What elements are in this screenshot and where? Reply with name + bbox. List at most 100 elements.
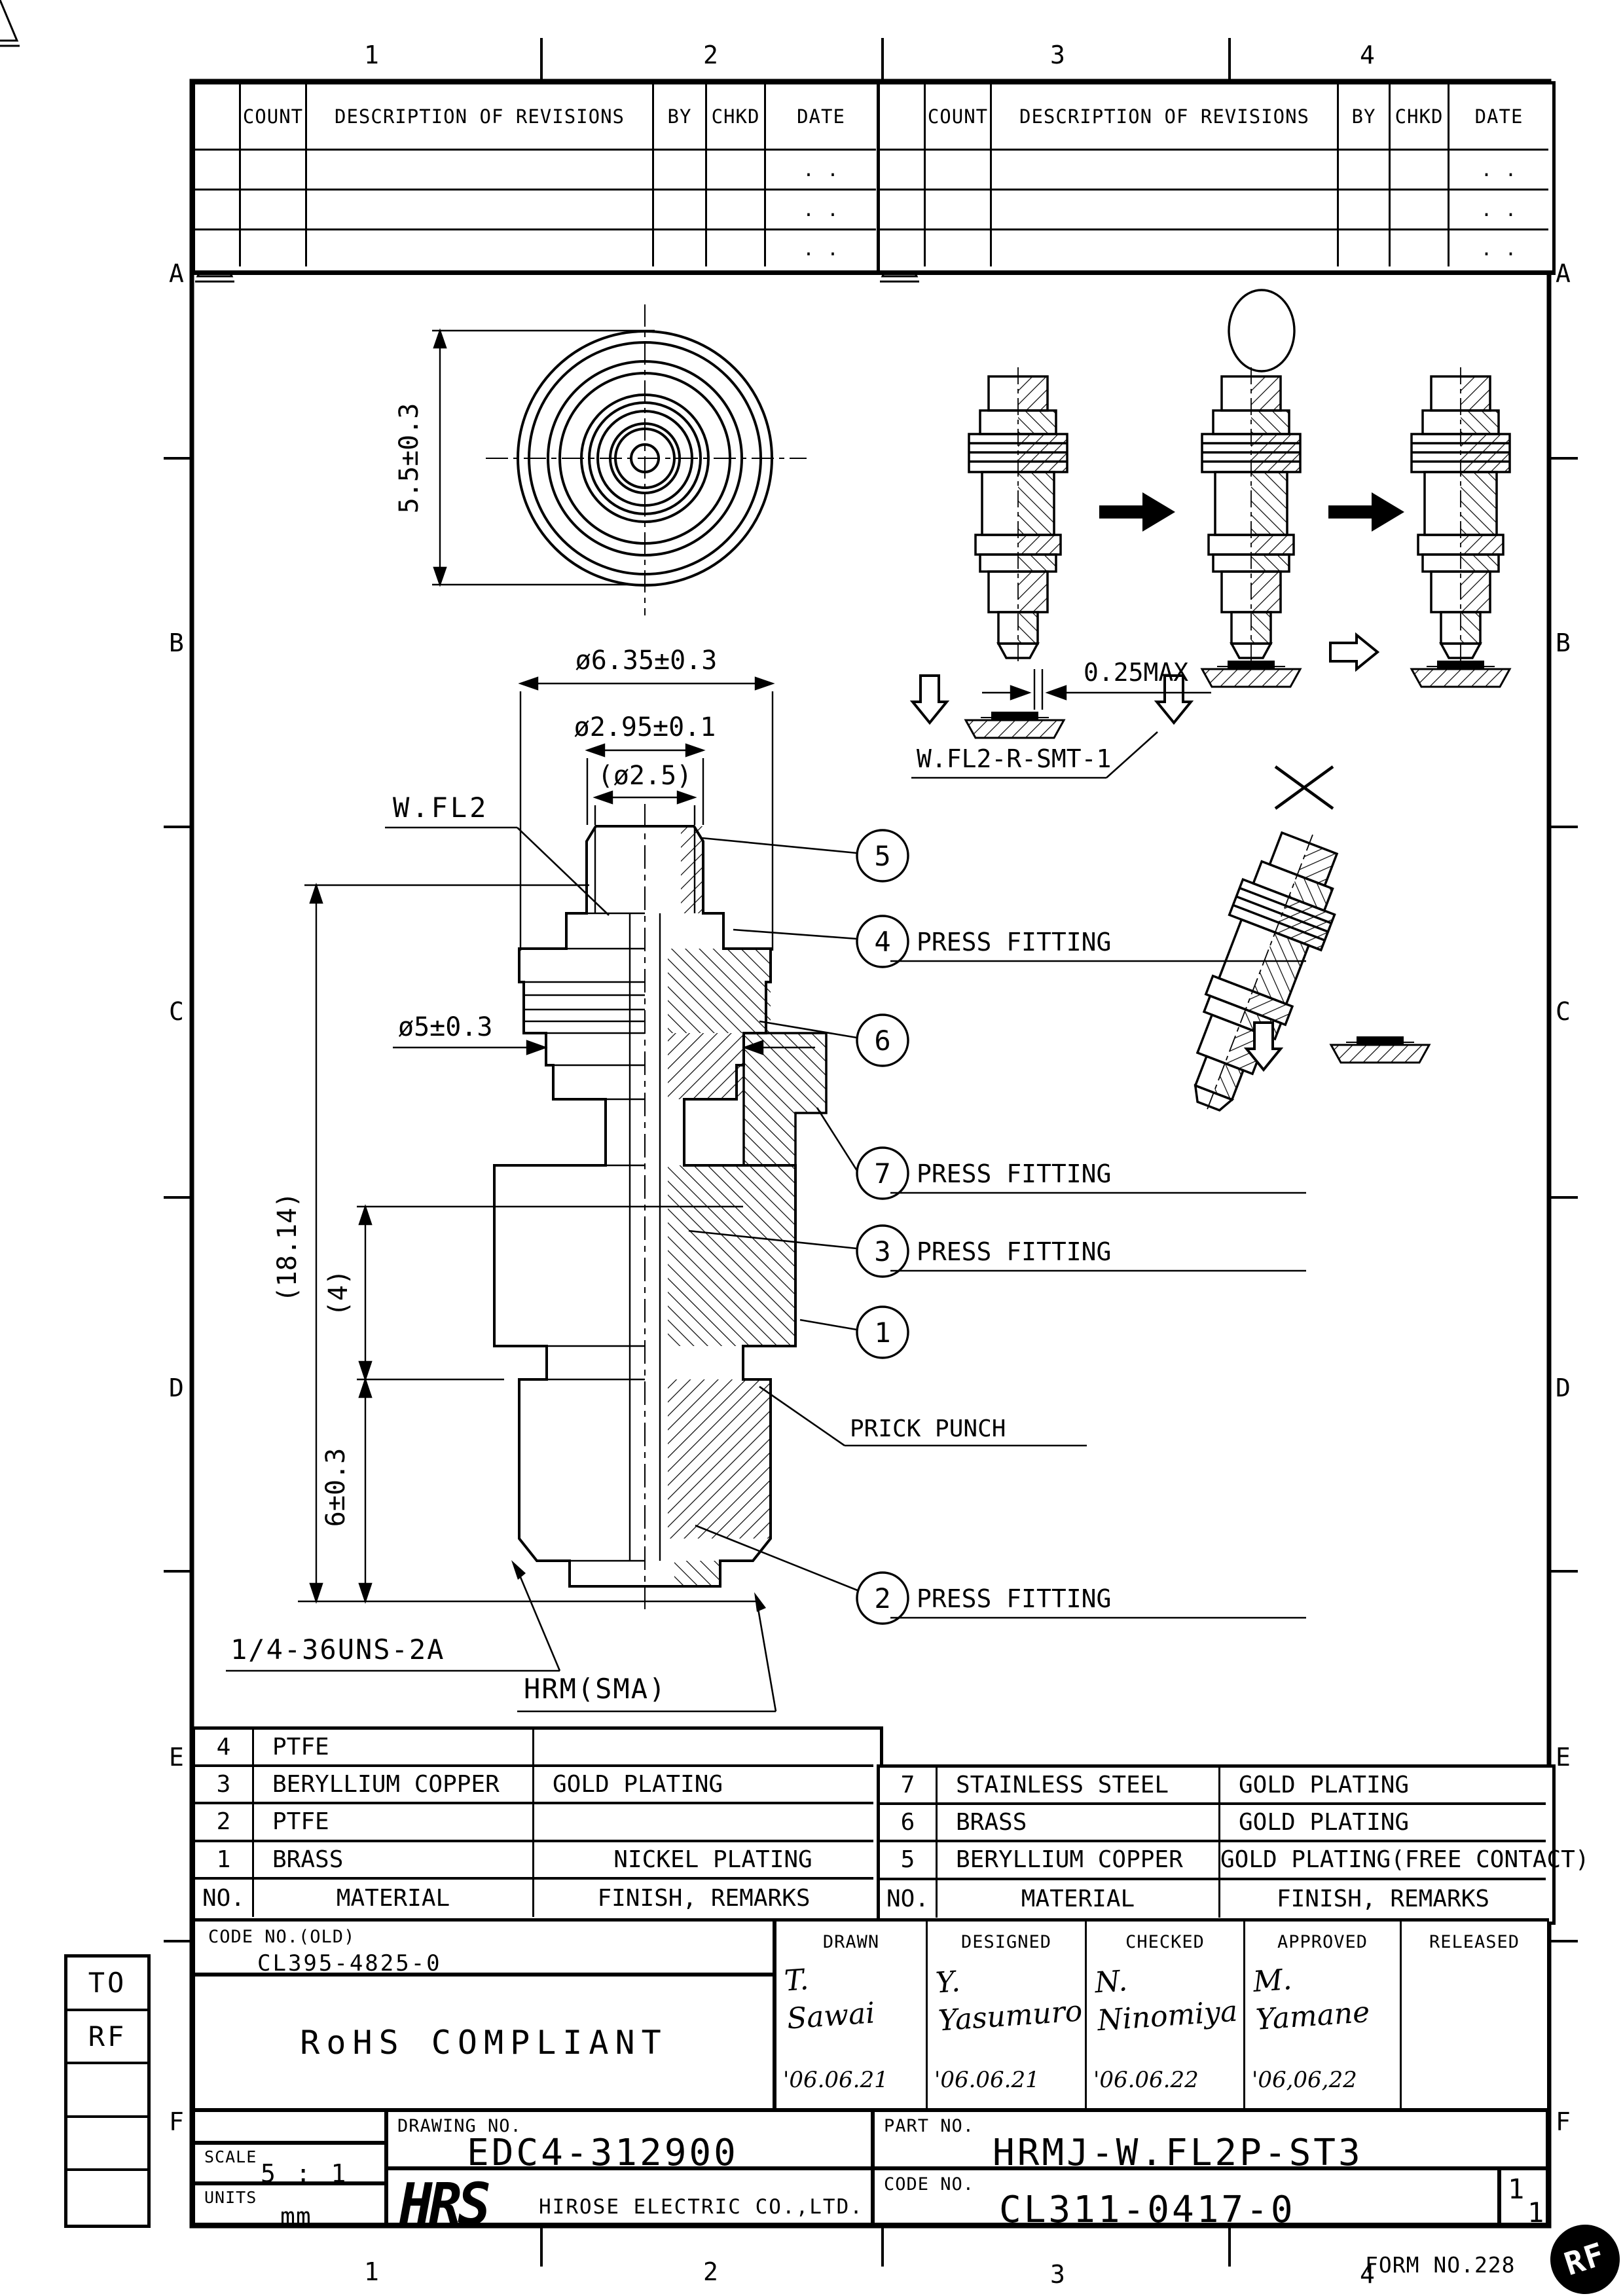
company-name: HIROSE ELECTRIC CO.,LTD. (539, 2195, 864, 2219)
part-finish: GOLD PLATING (1220, 1768, 1546, 1806)
rev-by-header: BY (654, 84, 707, 151)
rev-date-header: DATE (766, 84, 876, 151)
balloon-3: 3 (874, 1235, 890, 1267)
row-c-right: C (1556, 997, 1571, 1026)
designed-header: DESIGNED (960, 1932, 1052, 1952)
code-no-old-label: CODE NO.(OLD) (208, 1927, 356, 1947)
empty-cell (67, 2171, 147, 2225)
rev-date-cell: . . (766, 191, 876, 230)
designed-signature: Y.Yasumuro (934, 1965, 1084, 2038)
revision-table-right: COUNT DESCRIPTION OF REVISIONS BY CHKD D… (877, 81, 1556, 275)
to-rf-box: TO RF (64, 1954, 151, 2228)
part-material: BERYLLIUM COPPER (254, 1767, 534, 1805)
row-e-left: E (169, 1743, 184, 1772)
approved-header: APPROVED (1277, 1932, 1368, 1952)
rohs-box: RoHS COMPLIANT (192, 1975, 775, 2110)
rev-marker-header (195, 84, 241, 151)
row-f-left: F (169, 2107, 184, 2136)
col-2-bottom: 2 (703, 2257, 718, 2286)
parts-no-header: NO. (195, 1879, 254, 1917)
label-press-fitting-3: PRESS FITTING (917, 1237, 1111, 1266)
label-press-fitting-4: PRESS FITTING (917, 928, 1111, 957)
signature-block: DRAWN T.Sawai '06.06.21 DESIGNED Y.Yasum… (775, 1918, 1549, 2110)
checked-date: '06.06.22 (1093, 2067, 1199, 2093)
symbols-box (192, 2110, 386, 2143)
balloon-5: 5 (874, 840, 890, 872)
rev-count-header: COUNT (926, 84, 992, 151)
parts-material-header: MATERIAL (254, 1879, 534, 1917)
balloon-4: 4 (874, 926, 890, 958)
dim-four: (4) (323, 1269, 354, 1317)
top-view: 5.5±0.3 (394, 304, 807, 615)
rev-date-header: DATE (1450, 84, 1548, 151)
col-2-top: 2 (703, 41, 718, 69)
row-b-left: B (169, 629, 184, 657)
parts-material-header: MATERIAL (938, 1880, 1220, 1918)
dim-5-5: 5.5±0.3 (394, 403, 424, 514)
part-material: BRASS (254, 1842, 534, 1880)
scale-box: SCALE 5 : 1 (192, 2143, 386, 2188)
row-b-right: B (1556, 629, 1571, 657)
main-section-view (493, 804, 828, 1609)
scale-label: SCALE (204, 2147, 257, 2166)
dim-band: ø5±0.3 (398, 1012, 493, 1042)
part-material: PTFE (254, 1804, 534, 1842)
rev-marker-header (880, 84, 926, 151)
part-finish: GOLD PLATING (1220, 1805, 1546, 1843)
part-no: 4 (195, 1730, 254, 1768)
sig-col-approved: APPROVED M.Yamane '06,06,22 (1245, 1922, 1402, 2109)
rev-date-cell: . . (1450, 151, 1548, 191)
part-finish: GOLD PLATING (534, 1767, 873, 1805)
part-no: 6 (880, 1805, 938, 1843)
label-hrm: HRM(SMA) (524, 1673, 666, 1705)
part-no: 3 (195, 1767, 254, 1805)
parts-finish-header: FINISH, REMARKS (1276, 1885, 1490, 1912)
parts-table-left: 4 PTFE 3 BERYLLIUM COPPER GOLD PLATING 2… (192, 1726, 883, 1925)
empty-cell (67, 2118, 147, 2172)
rev-by-header: BY (1339, 84, 1391, 151)
rev-date-cell: . . (1480, 237, 1518, 260)
sig-col-released: RELEASED (1402, 1922, 1547, 2109)
col-1-bottom: 1 (364, 2257, 379, 2286)
row-c-left: C (169, 997, 184, 1026)
revision-table-left: COUNT DESCRIPTION OF REVISIONS BY CHKD D… (192, 81, 883, 275)
rev-description-header: DESCRIPTION OF REVISIONS (307, 84, 654, 151)
rev-date-cell: . . (766, 151, 876, 191)
sig-col-drawn: DRAWN T.Sawai '06.06.21 (776, 1922, 928, 2109)
dim-flange: ø6.35±0.3 (575, 646, 718, 676)
rev-count-header: COUNT (241, 84, 307, 151)
drawn-signature: T.Sawai (783, 1963, 876, 2036)
row-a-left: A (169, 259, 184, 288)
sig-col-designed: DESIGNED Y.Yasumuro '06.06.21 (928, 1922, 1087, 2109)
label-receptacle: W.FL2-R-SMT-1 (917, 744, 1111, 773)
row-d-left: D (169, 1374, 184, 1402)
checked-header: CHECKED (1125, 1932, 1205, 1952)
code-no-old-value: CL395-4825-0 (257, 1950, 442, 1977)
rev-chkd-header: CHKD (707, 84, 766, 151)
code-no-value: CL311-0417-0 (999, 2189, 1296, 2231)
drawing-no-value: EDC4-312900 (467, 2132, 739, 2174)
parts-finish-header: FINISH, REMARKS (597, 1884, 811, 1912)
balloon-2: 2 (874, 1582, 890, 1614)
drawn-header: DRAWN (822, 1932, 880, 1952)
part-no: 2 (195, 1804, 254, 1842)
sheet-number: 1 (1508, 2173, 1525, 2205)
approved-signature: M.Yamane (1252, 1963, 1371, 2037)
approved-date: '06,06,22 (1252, 2067, 1357, 2093)
part-material: PTFE (254, 1730, 534, 1768)
rohs-compliant-text: RoHS COMPLIANT (300, 2023, 668, 2062)
x-mark-icon (1274, 765, 1334, 810)
col-3-bottom: 3 (1050, 2260, 1065, 2289)
part-no-label: PART NO. (884, 2116, 975, 2136)
label-press-fitting-2: PRESS FITTING (917, 1584, 1111, 1613)
code-no-box: CODE NO. CL311-0417-0 (873, 2168, 1499, 2231)
rev-description-header: DESCRIPTION OF REVISIONS (992, 84, 1339, 151)
dim-nut: 6±0.3 (321, 1448, 351, 1527)
row-f-right: F (1556, 2107, 1571, 2136)
col-4-bottom: 4 (1360, 2260, 1375, 2289)
sheet-box: 1 1 (1499, 2168, 1549, 2229)
balloon-1: 1 (874, 1317, 890, 1349)
units-box: UNITS mm (192, 2183, 386, 2231)
parts-no-header: NO. (880, 1880, 938, 1918)
